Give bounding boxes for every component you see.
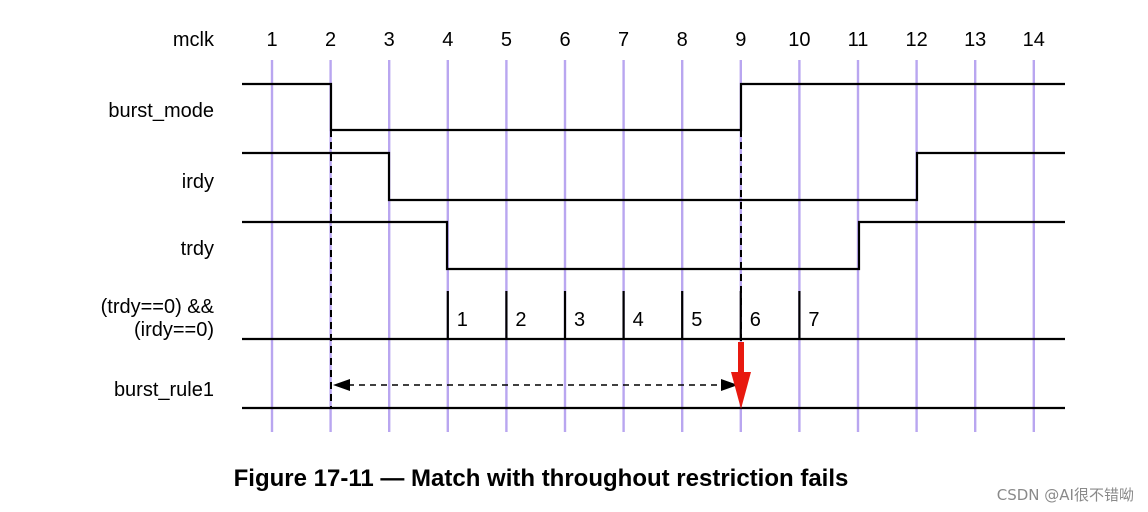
clock-tick-label: 11 — [848, 29, 869, 51]
clock-tick-label: 9 — [735, 29, 746, 51]
signal-label-match-line2: (irdy==0) — [134, 319, 214, 341]
waveform-burst-mode — [242, 82, 1065, 132]
clock-tick-label: 12 — [905, 29, 927, 51]
clock-tick-label: 5 — [501, 29, 512, 51]
signal-label-burst-rule1: burst_rule1 — [114, 379, 214, 401]
signal-label-trdy: trdy — [181, 238, 214, 260]
clock-tick-label: 14 — [1023, 29, 1045, 51]
span-arrowhead-right — [721, 379, 738, 391]
match-count-label: 5 — [691, 309, 702, 331]
clock-tick-label: 3 — [384, 29, 395, 51]
clock-tick-label: 4 — [442, 29, 453, 51]
match-pulses: 1 2 3 4 5 6 7 — [446, 291, 820, 339]
clock-tick-label: 2 — [325, 29, 336, 51]
clock-gridlines — [270, 60, 1036, 432]
match-count-label: 6 — [750, 309, 761, 331]
match-count-label: 2 — [515, 309, 526, 331]
match-count-label: 3 — [574, 309, 585, 331]
clock-tick-label: 13 — [964, 29, 986, 51]
signal-label-burst-mode: burst_mode — [108, 100, 214, 122]
clock-label: mclk — [173, 29, 215, 51]
signal-label-irdy: irdy — [182, 171, 214, 193]
signal-label-match-line1: (trdy==0) && — [101, 296, 215, 318]
failure-arrow-icon — [731, 342, 751, 409]
span-arrowhead-left — [333, 379, 350, 391]
clock-tick-label: 1 — [266, 29, 277, 51]
clock-tick-label: 10 — [788, 29, 810, 51]
clock-tick-label: 8 — [677, 29, 688, 51]
waveform-irdy — [242, 151, 1065, 202]
clock-tick-label: 7 — [618, 29, 629, 51]
match-count-label: 1 — [457, 309, 468, 331]
match-count-label: 7 — [808, 309, 819, 331]
waveform-trdy — [242, 220, 1065, 271]
clock-tick-label: 6 — [559, 29, 570, 51]
watermark: CSDN @AI很不错呦 — [997, 486, 1134, 504]
match-count-label: 4 — [633, 309, 644, 331]
figure-caption: Figure 17-11 — Match with throughout res… — [234, 465, 849, 492]
